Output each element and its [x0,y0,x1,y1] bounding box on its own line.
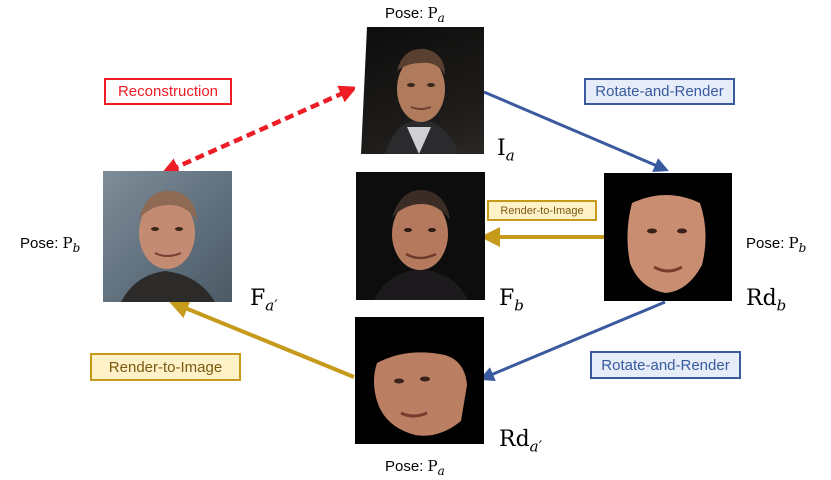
face-image-ia [355,27,484,154]
face-image-fa [103,171,232,302]
pose-subscript: a [437,464,445,478]
reconstruction-arrow [160,85,358,175]
label-fa-sub: a′ [265,296,278,315]
pose-label-left: Pose: Pb [20,234,80,255]
pose-subscript: b [72,241,81,255]
pose-prefix: Pose: [385,5,424,22]
label-ia-main: I [497,136,506,161]
label-ia: Ia [497,136,515,164]
label-rda-sub: a′ [529,437,543,456]
face-image-rdb [604,173,732,301]
rotate-render-bottom-arrow [479,300,666,382]
render-to-image-bottom-box: Render-to-Image [90,353,241,381]
pose-symbol: P [427,457,438,475]
rotate-render-top-arrow [483,90,669,172]
render-to-image-mid-box: Render-to-Image [487,200,597,221]
pose-subscript: a [437,11,445,25]
pose-symbol: P [427,4,438,22]
pose-label-top: Pose: Pa [385,4,445,25]
rotate-render-bottom-box: Rotate-and-Render [590,351,741,379]
pose-label-right: Pose: Pb [746,234,806,255]
pose-symbol: P [62,234,73,252]
render-to-image-bottom-arrow [168,299,355,379]
reconstruction-box: Reconstruction [104,78,232,105]
face-image-rda [355,317,484,444]
label-fb: Fb [499,286,524,314]
pose-prefix: Pose: [385,458,424,475]
label-fb-sub: b [514,296,524,315]
pose-prefix: Pose: [746,235,785,252]
pose-prefix: Pose: [20,235,59,252]
label-rdb-main: Rd [746,286,777,311]
label-fa: Fa′ [250,286,278,314]
label-rdb: Rdb [746,286,786,314]
face-image-fb [356,172,485,300]
pose-subscript: b [798,241,807,255]
label-fb-main: F [499,286,515,311]
pose-symbol: P [788,234,799,252]
label-rda: Rda′ [499,427,542,455]
label-rdb-sub: b [776,296,787,315]
pose-label-bottom: Pose: Pa [385,457,445,478]
rotate-render-top-box: Rotate-and-Render [584,78,735,105]
label-rda-main: Rd [499,427,530,452]
label-fa-main: F [250,286,266,311]
label-ia-sub: a [505,146,515,165]
